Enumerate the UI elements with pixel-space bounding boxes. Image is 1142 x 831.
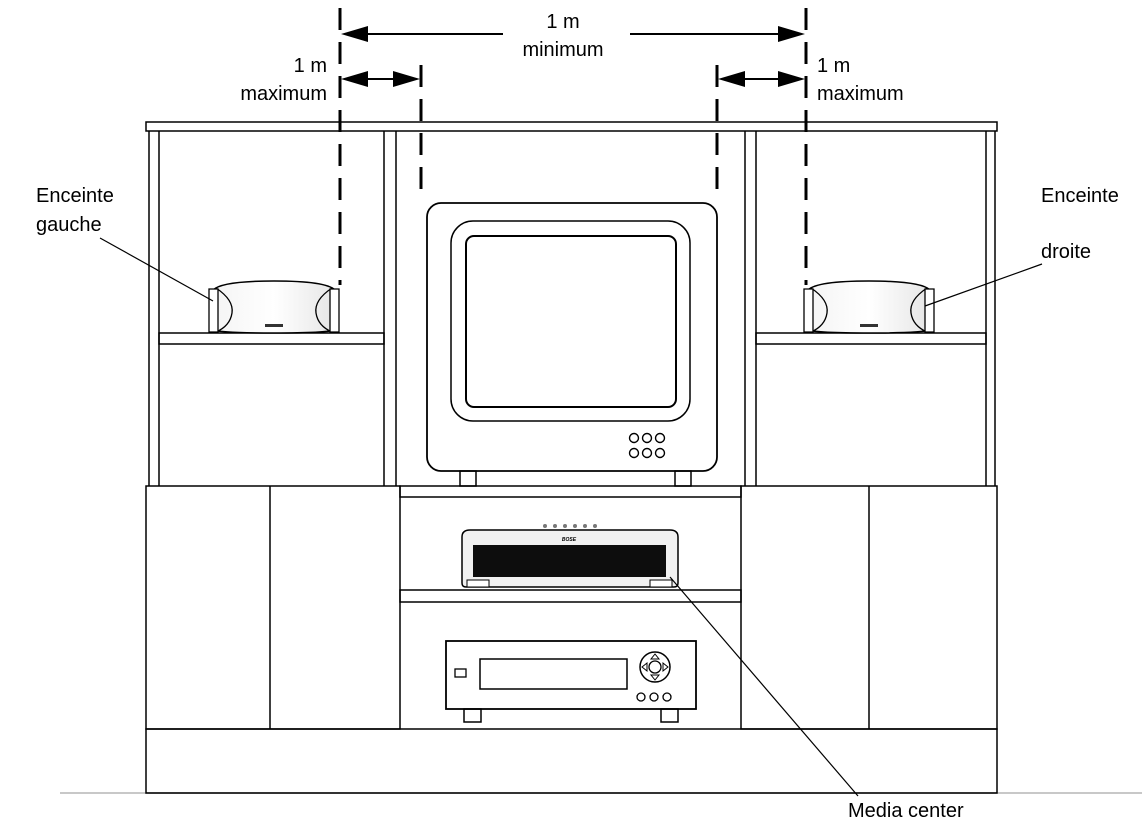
leader-right-speaker [924, 263, 1043, 307]
media-center-brand-mark: BOSE [562, 537, 577, 543]
television-icon [426, 202, 718, 487]
shelf-right [755, 332, 987, 345]
cabinet-top [145, 121, 998, 132]
top-dimension-value: 1 m [546, 11, 579, 33]
right-speaker-icon [803, 280, 935, 334]
media-center-label: Media center [848, 800, 964, 822]
cabinet-base [145, 728, 998, 794]
shelf-left [158, 332, 385, 345]
dimension-arrow-top [341, 26, 805, 42]
tv-buttons [628, 432, 666, 459]
dimension-arrow-right [718, 71, 805, 87]
left-speaker-label-line1: Enceinte [36, 185, 114, 207]
right-dimension-value: 1 m [817, 55, 850, 77]
top-dimension-qualifier: minimum [522, 39, 603, 61]
leader-media-center [669, 576, 859, 797]
dashed-guides [338, 8, 808, 285]
left-dimension-qualifier: maximum [240, 83, 327, 105]
leader-left-speaker [99, 237, 214, 302]
receiver-icon [445, 640, 697, 723]
right-dimension-qualifier: maximum [817, 83, 904, 105]
tv-foot-left [459, 470, 477, 487]
media-center-top-buttons [543, 524, 597, 528]
center-middle-shelf [399, 589, 742, 603]
lower-left-cabinet [145, 485, 401, 730]
left-speaker-label-line2: gauche [36, 214, 102, 236]
dimension-arrow-left [341, 71, 420, 87]
right-speaker-label-line1: Enceinte [1041, 185, 1119, 207]
left-speaker-icon [208, 280, 340, 334]
right-speaker-label-line2: droite [1041, 241, 1091, 263]
entertainment-cabinet [145, 121, 998, 794]
tv-foot-right [674, 470, 692, 487]
center-top-rail [399, 485, 742, 498]
left-dimension-value: 1 m [294, 55, 327, 77]
media-center-icon: BOSE [461, 524, 679, 588]
